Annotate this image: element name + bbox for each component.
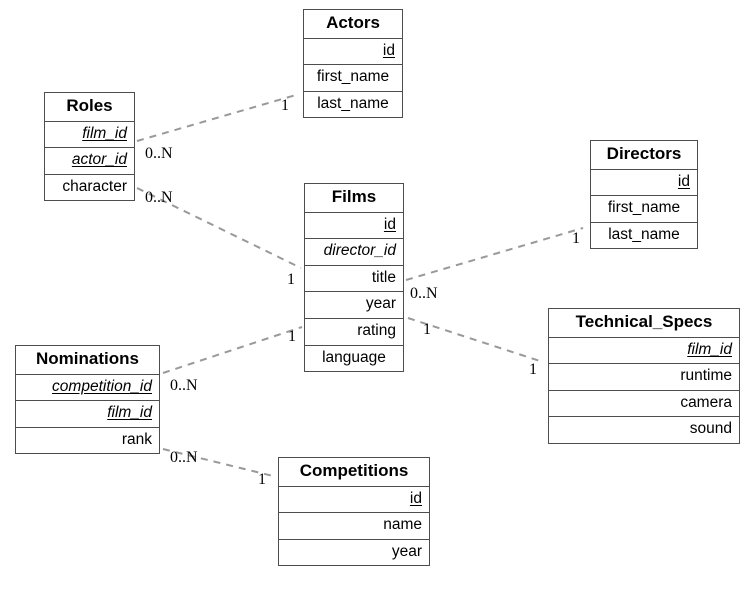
attr-competitions-year: year [391,542,422,560]
entity-technical-specs-title: Technical_Specs [549,309,739,338]
attr-technical-specs-film-id: film_id [549,338,739,365]
attr-roles-character: character [62,177,127,195]
attr-nominations-film-id: film_id [16,401,159,428]
cardinality-nominations-competitions-target: 1 [258,471,266,488]
attr-technical-specs-runtime: runtime [549,364,739,391]
cardinality-nominations-films-source: 0..N [170,377,198,394]
attr-actors-id: id [304,39,402,66]
cardinality-nominations-competitions-source: 0..N [170,449,198,466]
cardinality-roles-films-target: 1 [287,271,295,288]
attr-technical-specs-sound: sound [689,420,732,438]
entity-directors-title: Directors [591,141,697,170]
edge-roles-actors [136,94,297,142]
edge-films-directors [405,227,584,281]
attr-films-director-id: director_id [305,239,403,266]
attr-directors-last-name: last_name [608,225,680,243]
entity-directors[interactable]: Directors id first_name last_name [590,140,698,250]
attr-technical-specs-camera: camera [549,391,739,418]
attr-roles-film-id: film_id [45,122,134,149]
cardinality-roles-films-source: 0..N [145,189,173,206]
entity-roles-title: Roles [45,93,134,122]
entity-films-title: Films [305,184,403,213]
attr-films-language: language [322,348,386,366]
entity-actors-title: Actors [304,10,402,39]
edge-nominations-films [162,326,303,374]
entity-competitions[interactable]: Competitions id name year [278,457,430,567]
entity-nominations-title: Nominations [16,346,159,375]
attr-films-title: title [305,266,403,293]
attr-directors-first-name: first_name [591,196,697,223]
entity-competitions-title: Competitions [279,458,429,487]
cardinality-nominations-films-target: 1 [288,328,296,345]
entity-films[interactable]: Films id director_id title year rating l… [304,183,404,373]
entity-nominations[interactable]: Nominations competition_id film_id rank [15,345,160,455]
attr-nominations-competition-id: competition_id [16,375,159,402]
cardinality-films-techspecs-source: 1 [423,321,431,338]
cardinality-films-techspecs-target: 1 [529,361,537,378]
attr-competitions-name: name [279,513,429,540]
cardinality-films-directors-source: 0..N [410,285,438,302]
attr-films-id: id [305,213,403,240]
attr-roles-actor-id: actor_id [45,148,134,175]
cardinality-roles-actors-target: 1 [281,97,289,114]
attr-films-year: year [305,292,403,319]
attr-nominations-rank: rank [121,430,152,448]
cardinality-films-directors-target: 1 [572,230,580,247]
entity-actors[interactable]: Actors id first_name last_name [303,9,403,119]
entity-technical-specs[interactable]: Technical_Specs film_id runtime camera s… [548,308,740,444]
attr-directors-id: id [591,170,697,197]
cardinality-roles-actors-source: 0..N [145,145,173,162]
attr-competitions-id: id [279,487,429,514]
attr-actors-last-name: last_name [317,94,389,112]
entity-roles[interactable]: Roles film_id actor_id character [44,92,135,202]
attr-films-rating: rating [305,319,403,346]
attr-actors-first-name: first_name [304,65,402,92]
